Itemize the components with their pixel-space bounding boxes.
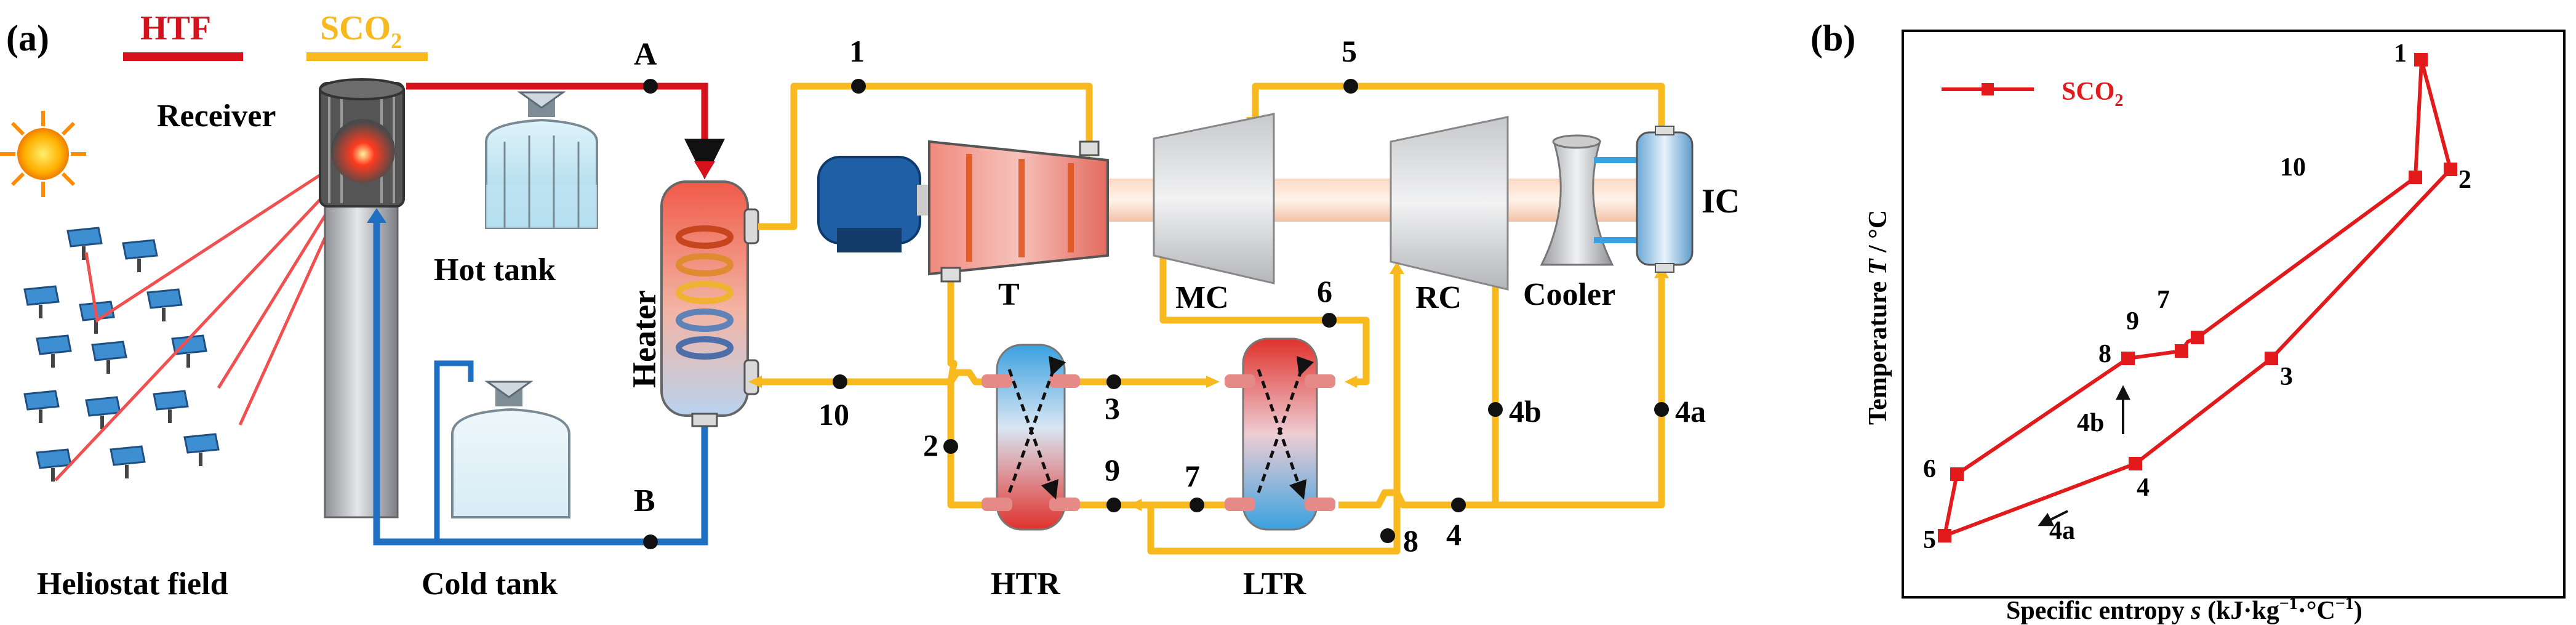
legend-sco2-label: SCO2 <box>320 9 402 53</box>
point-6-label: 6 <box>1317 274 1332 308</box>
state-7-marker <box>2191 331 2204 344</box>
heater-label: Heater <box>626 290 663 388</box>
ts-plot-frame <box>1902 30 2566 599</box>
panel-b: (b) SCO2 <box>1810 18 2566 625</box>
cooler-label: Cooler <box>1523 277 1615 312</box>
point-a-label: A <box>634 37 657 72</box>
main-compressor-icon <box>1153 113 1275 284</box>
ts-y-axis-label: Temperature T / °C <box>1864 210 1892 425</box>
state-7-label: 7 <box>2157 286 2170 314</box>
recompressor-label: RC <box>1415 280 1462 315</box>
state-3-marker <box>2265 352 2278 365</box>
state-4a-label: 4a <box>2049 517 2075 545</box>
state-1-marker <box>2414 53 2428 67</box>
htf-pipes <box>367 83 725 546</box>
state-1-label: 1 <box>2394 39 2407 68</box>
heliostat-field-label: Heliostat field <box>37 567 228 602</box>
generator-icon <box>817 156 942 252</box>
legend-label: SCO2 <box>2062 78 2123 110</box>
state-2-marker <box>2444 163 2457 176</box>
ts-x-axis-label: Specific entropy s (kJ·kg−1·°C−1) <box>2006 594 2362 625</box>
state-8-label: 8 <box>2098 340 2111 368</box>
state-10-label: 10 <box>2280 153 2306 182</box>
cooler-icon <box>1540 134 1614 266</box>
heliostat-field-icon <box>23 146 365 482</box>
point-8-label: 8 <box>1403 523 1418 558</box>
htr-label: HTR <box>991 567 1061 602</box>
cold-tank-label: Cold tank <box>422 567 558 602</box>
point-2-label: 2 <box>923 428 938 462</box>
state-6-label: 6 <box>1923 455 1936 483</box>
hot-tank-icon <box>485 91 598 229</box>
ts-legend: SCO2 <box>1942 78 2123 110</box>
state-4-label: 4 <box>2137 474 2150 502</box>
hot-tank-label: Hot tank <box>434 252 556 288</box>
legend-marker <box>1982 83 1994 95</box>
legend-a: HTF SCO2 <box>123 9 428 61</box>
ltr-icon <box>1225 337 1335 531</box>
recompressor-icon <box>1390 116 1509 291</box>
arrow-4a <box>2038 510 2068 526</box>
state-2-label: 2 <box>2458 166 2471 194</box>
state-10-marker <box>2409 171 2422 184</box>
intercooler-label: IC <box>1702 182 1740 220</box>
state-6-marker <box>1950 467 1964 481</box>
receiver-tower-icon <box>319 78 405 518</box>
turbine-label: T <box>998 277 1020 312</box>
state-3-label: 3 <box>2280 363 2293 391</box>
point-b-marker <box>643 534 658 549</box>
panel-a-label: (a) <box>6 18 49 58</box>
htr-icon <box>982 344 1080 531</box>
state-8-marker <box>2121 352 2135 365</box>
state-4-marker <box>2129 457 2142 470</box>
state-9-label: 9 <box>2126 307 2139 336</box>
state-9-marker <box>2175 344 2188 358</box>
heater-icon <box>660 180 759 427</box>
point-10-label: 10 <box>818 397 849 432</box>
point-b-label: B <box>634 483 655 518</box>
ts-cycle <box>1938 53 2457 542</box>
point-3-label: 3 <box>1105 391 1120 425</box>
sco2-pipes <box>758 83 1665 555</box>
panel-a: (a) HTF SCO2 <box>0 9 1740 602</box>
ts-state-labels: 1 2 3 4 4a 4b 5 6 7 8 9 10 <box>1923 39 2471 554</box>
point-4b-label: 4b <box>1509 394 1542 429</box>
state-4b-label: 4b <box>2077 409 2104 437</box>
state-5-marker <box>1938 529 1951 542</box>
state-5-label: 5 <box>1923 526 1936 554</box>
panel-b-label: (b) <box>1810 18 1855 58</box>
point-5-label: 5 <box>1342 34 1357 68</box>
receiver-label: Receiver <box>157 99 276 134</box>
main-compressor-label: MC <box>1175 280 1229 315</box>
state-points-a: 1 2 3 4 4a 4b 5 6 7 8 9 10 <box>818 34 1706 558</box>
ts-cycle-line <box>1943 60 2453 538</box>
point-1-label: 1 <box>849 34 865 68</box>
point-9-label: 9 <box>1105 453 1120 487</box>
point-4a-label: 4a <box>1675 394 1706 429</box>
point-4-label: 4 <box>1446 517 1462 552</box>
intercooler-icon <box>1636 126 1694 273</box>
turbine-icon <box>928 140 1109 283</box>
sun-icon <box>0 111 86 197</box>
ltr-label: LTR <box>1243 567 1307 602</box>
cold-tank-icon <box>451 381 570 518</box>
point-a-marker <box>643 79 658 94</box>
point-7-label: 7 <box>1185 459 1200 493</box>
cooler-pipes <box>1594 157 1640 243</box>
legend-htf-label: HTF <box>140 9 211 47</box>
